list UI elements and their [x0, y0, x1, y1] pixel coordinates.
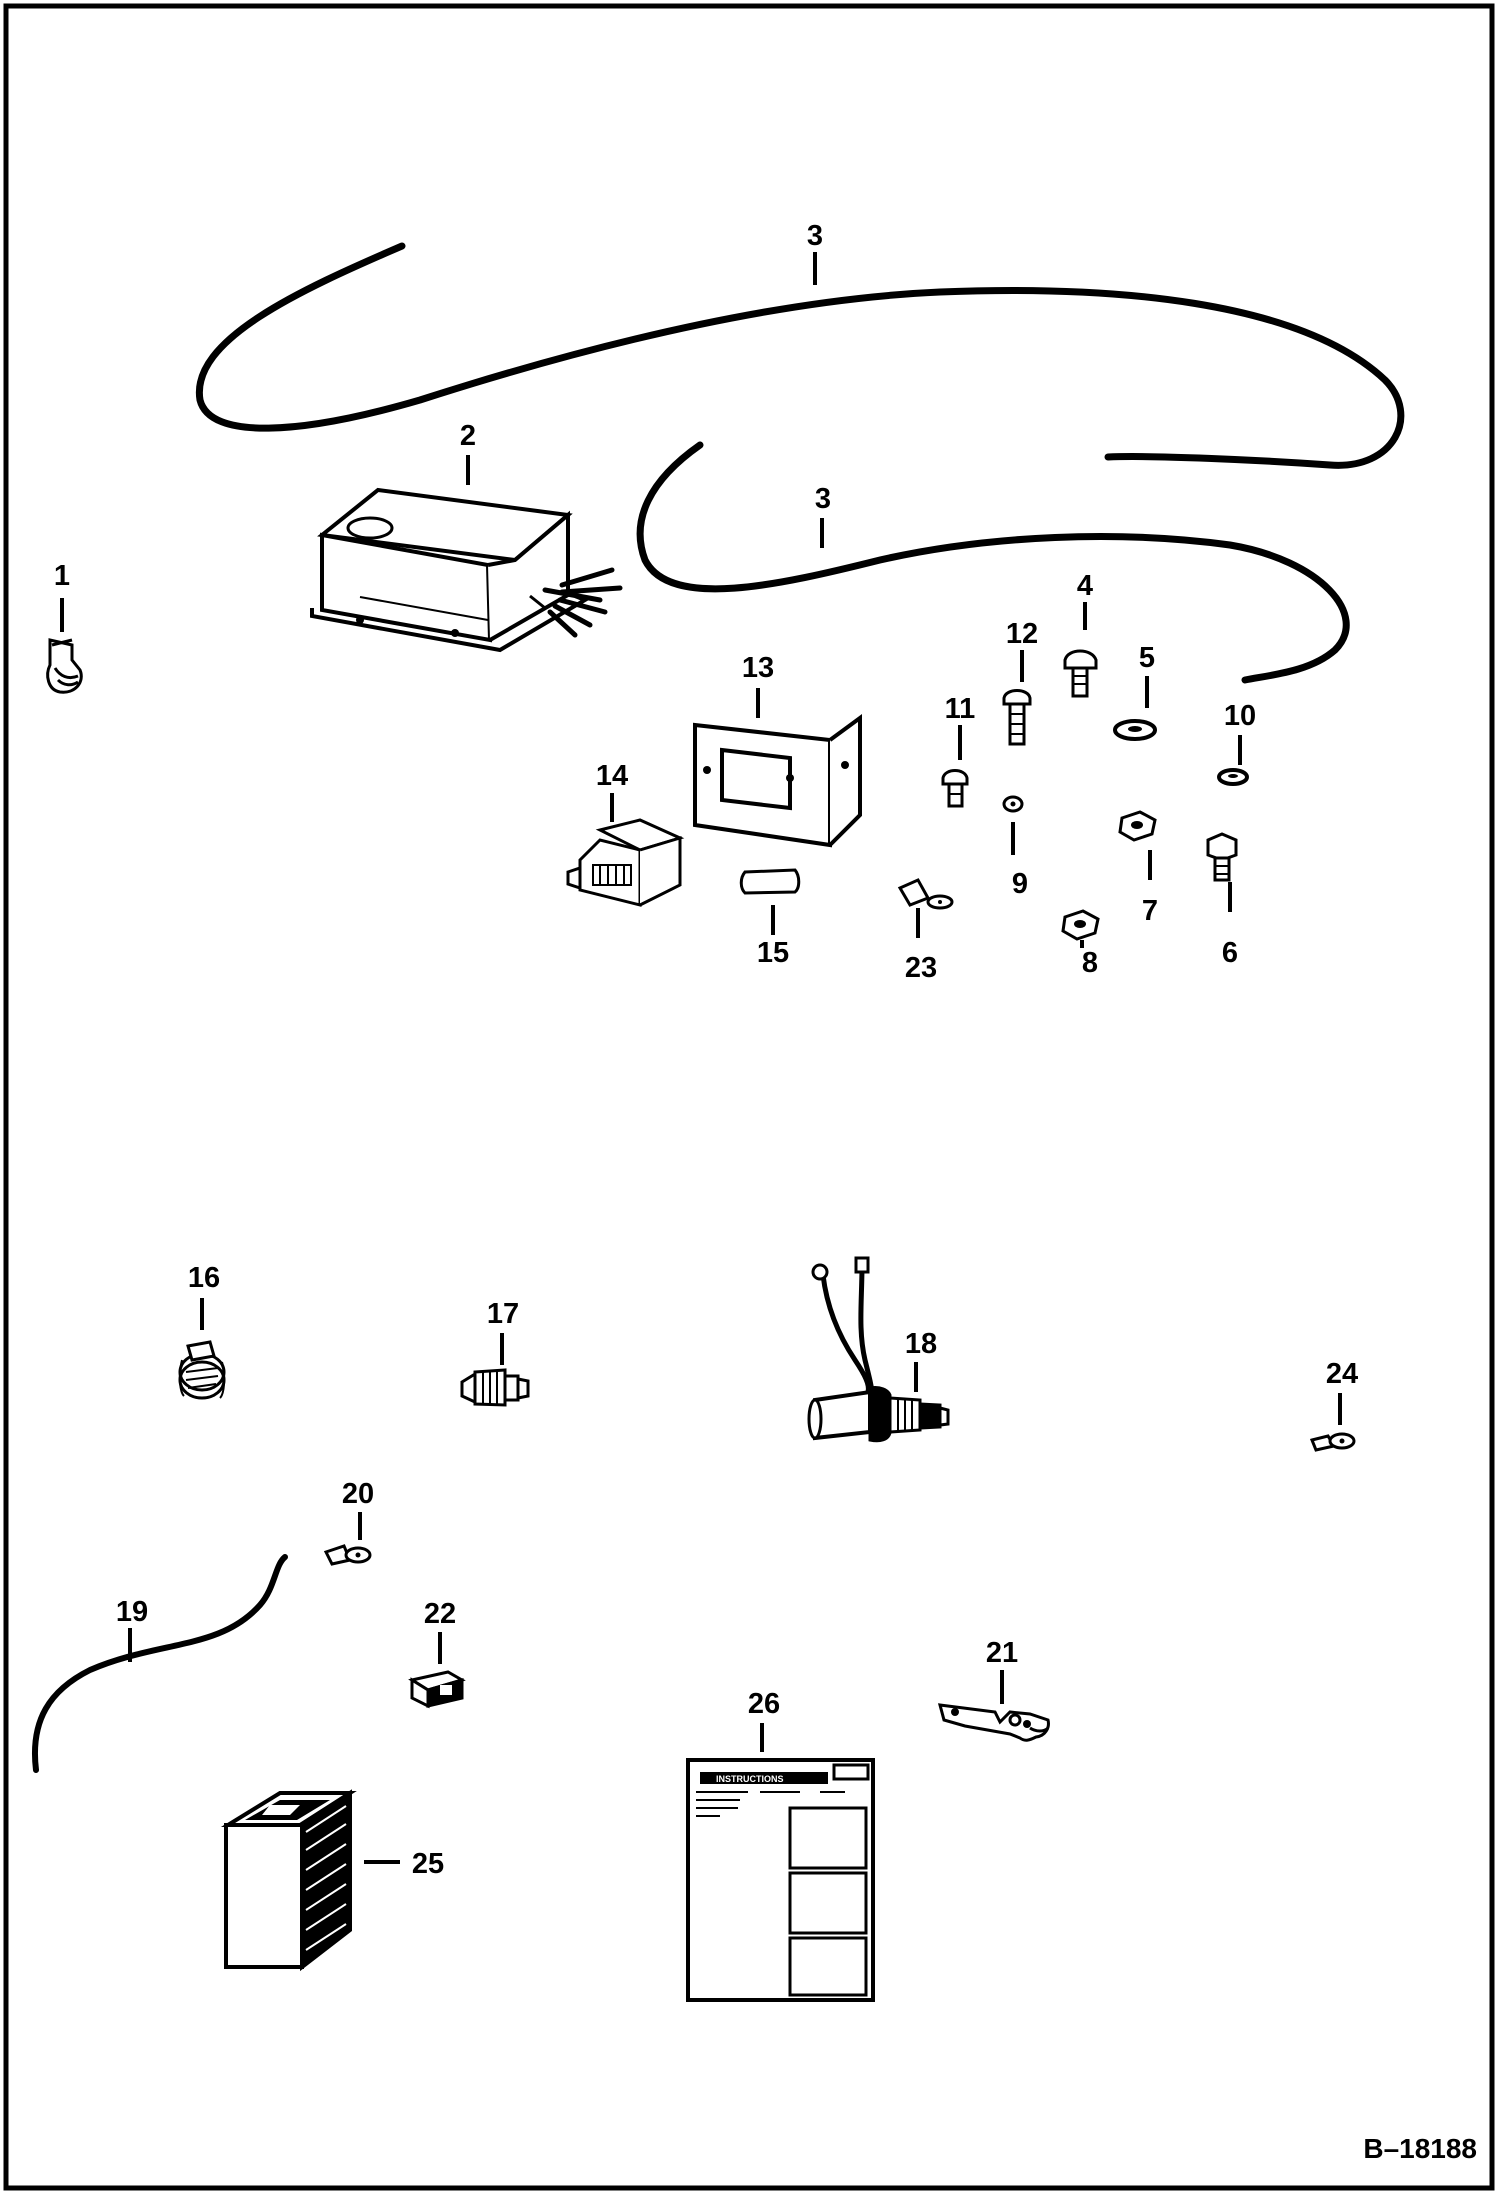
part-22-connector: [408, 1670, 466, 1709]
part-24-terminal: [1309, 1432, 1356, 1452]
callout-10: 10: [1224, 700, 1256, 732]
part-12-bolt: [1002, 689, 1032, 746]
part-7-nut: [1118, 810, 1157, 842]
part-17-switch: [460, 1368, 530, 1407]
callout-9: 9: [1012, 868, 1028, 900]
part-9-nut: [1002, 795, 1024, 813]
part-6-bolt: [1206, 832, 1238, 882]
callout-21: 21: [986, 1637, 1018, 1669]
callout-25: 25: [412, 1848, 444, 1880]
part-16-hose-clamp: [178, 1340, 226, 1400]
callout-3-upper: 3: [807, 220, 823, 252]
part-15-pin: [739, 868, 801, 895]
part-18-pressure-switch: [807, 1256, 950, 1443]
callout-3-lower: 3: [815, 483, 831, 515]
callout-2: 2: [460, 420, 476, 452]
callout-18: 18: [905, 1328, 937, 1360]
callout-13: 13: [742, 652, 774, 684]
part-23-terminal: [897, 878, 954, 910]
callout-labels: 1 2 3 3 4 5 6 7 8 9 10 11 12 13 14 15 16…: [54, 220, 1358, 1880]
part-21-bracket: [937, 1703, 1050, 1742]
part-19-wire: [32, 1554, 288, 1773]
part-26-instruction-sheet: INSTRUCTIONS: [686, 1758, 875, 2002]
part-25-box: [220, 1789, 357, 1972]
part-8-nut: [1061, 909, 1100, 941]
callout-22: 22: [424, 1598, 456, 1630]
part-1-clip: [46, 638, 83, 694]
drawing-number: B–18188: [1363, 2133, 1477, 2164]
part-11-bolt: [941, 769, 969, 808]
leader-lines: [60, 252, 1342, 1864]
part-2-control-module: [310, 487, 623, 653]
callout-11: 11: [945, 693, 976, 725]
callout-5: 5: [1139, 642, 1155, 674]
callout-20: 20: [342, 1478, 374, 1510]
part-14-meter: [566, 818, 685, 907]
part-3-harness-short: [636, 441, 1350, 684]
callout-12: 12: [1006, 618, 1038, 650]
callout-1: 1: [54, 560, 70, 592]
callout-23: 23: [905, 952, 937, 984]
callout-17: 17: [487, 1298, 519, 1330]
callout-6: 6: [1222, 937, 1238, 969]
callout-8: 8: [1082, 947, 1098, 979]
callout-16: 16: [188, 1262, 220, 1294]
callout-4: 4: [1077, 570, 1093, 602]
callout-19: 19: [116, 1596, 148, 1628]
callout-15: 15: [757, 937, 789, 969]
callout-24: 24: [1326, 1358, 1358, 1390]
callout-14: 14: [596, 760, 628, 792]
callout-26: 26: [748, 1688, 780, 1720]
callout-7: 7: [1142, 895, 1158, 927]
instruction-sheet-title: INSTRUCTIONS: [716, 1774, 784, 1784]
part-13-bracket: [693, 714, 862, 848]
part-20-terminal: [323, 1544, 372, 1566]
part-3-harness-long: [195, 242, 1405, 469]
part-10-washer: [1217, 768, 1249, 786]
part-4-bolt: [1063, 649, 1098, 698]
drawing-border: [3, 3, 1495, 2191]
part-5-washer: [1113, 719, 1157, 741]
